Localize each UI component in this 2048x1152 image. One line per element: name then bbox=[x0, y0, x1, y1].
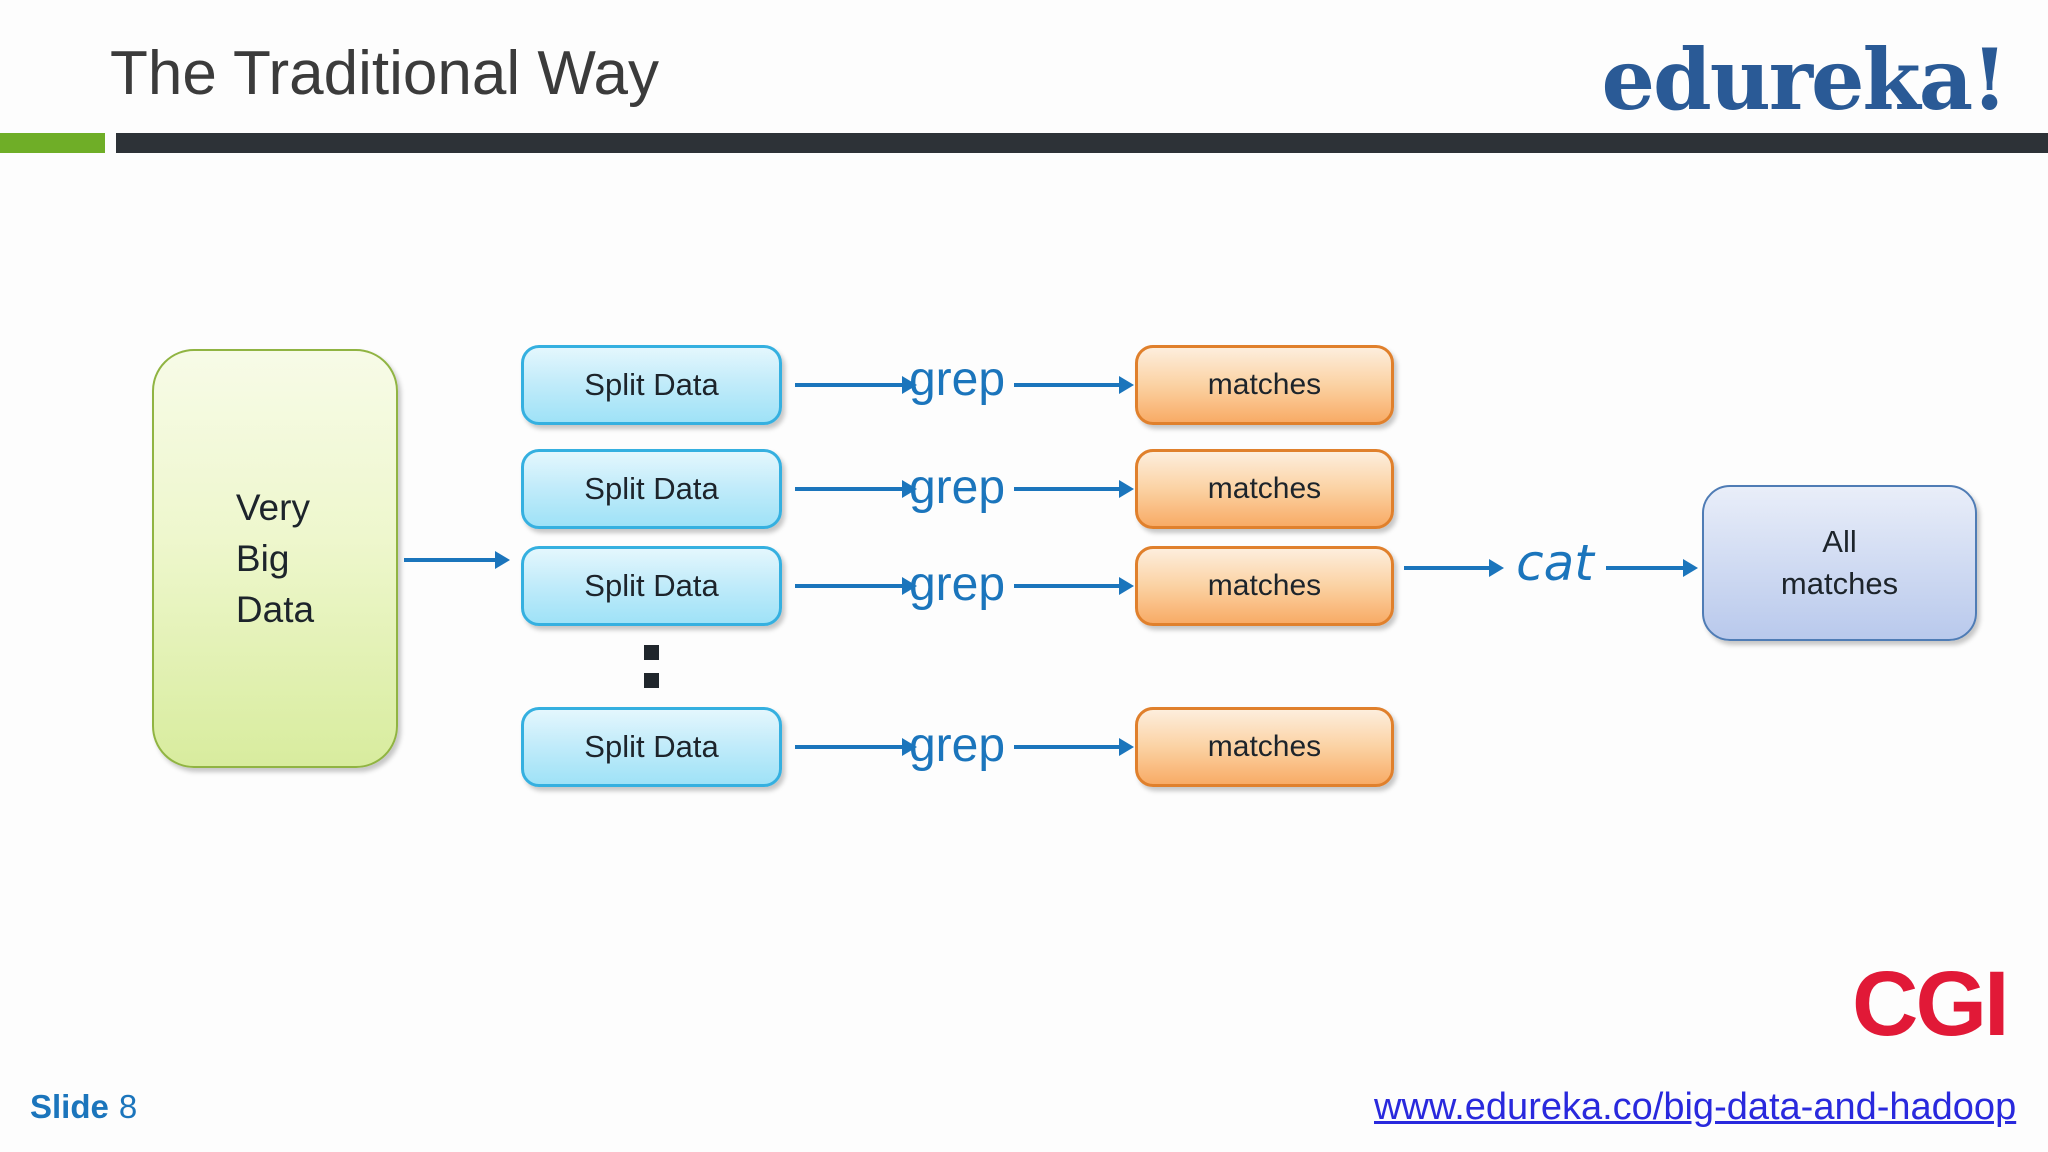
edureka-logo: edureka! bbox=[1601, 30, 2008, 129]
split-data-label: Split Data bbox=[584, 367, 719, 402]
grep-label-1: grep bbox=[908, 353, 1006, 406]
all-matches-box: All matches bbox=[1702, 485, 1977, 641]
very-big-data-label: Very Big Data bbox=[236, 482, 314, 635]
matches-label: matches bbox=[1207, 730, 1322, 763]
all-matches-label: All matches bbox=[1781, 521, 1898, 605]
matches-label: matches bbox=[1207, 472, 1322, 505]
arrow-split-to-grep-1 bbox=[795, 376, 917, 394]
page-title: The Traditional Way bbox=[110, 39, 660, 108]
ellipsis-dot bbox=[644, 673, 659, 688]
matches-box-2: matches bbox=[1135, 449, 1394, 529]
matches-box-1: matches bbox=[1135, 345, 1394, 425]
source-line-2: Big bbox=[235, 537, 290, 579]
split-data-label: Split Data bbox=[584, 568, 719, 603]
arrow-grep-to-matches-2 bbox=[1014, 480, 1134, 498]
matches-label: matches bbox=[1207, 368, 1322, 401]
slide-label: Slide bbox=[30, 1088, 109, 1125]
matches-label: matches bbox=[1207, 569, 1322, 602]
grep-label-2: grep bbox=[908, 461, 1006, 514]
matches-box-4: matches bbox=[1135, 707, 1394, 787]
split-data-box-1: Split Data bbox=[521, 345, 782, 425]
split-data-box-3: Split Data bbox=[521, 546, 782, 626]
source-line-1: Very bbox=[235, 486, 310, 528]
ellipsis-dot bbox=[644, 645, 659, 660]
cat-label: cat bbox=[1516, 534, 1594, 592]
very-big-data-box: Very Big Data bbox=[152, 349, 398, 768]
grep-label-3: grep bbox=[908, 558, 1006, 611]
split-data-box-2: Split Data bbox=[521, 449, 782, 529]
divider-bar bbox=[116, 133, 2048, 153]
divider-green-accent bbox=[0, 133, 105, 153]
arrow-cat-to-sink bbox=[1606, 559, 1698, 577]
course-link[interactable]: www.edureka.co/big-data-and-hadoop bbox=[1374, 1086, 2017, 1128]
arrow-split-to-grep-4 bbox=[795, 738, 917, 756]
split-data-box-4: Split Data bbox=[521, 707, 782, 787]
arrow-grep-to-matches-4 bbox=[1014, 738, 1134, 756]
arrow-matches-to-cat bbox=[1404, 559, 1504, 577]
slide-number-value: 8 bbox=[118, 1088, 138, 1125]
vertical-ellipsis bbox=[644, 645, 659, 688]
split-data-label: Split Data bbox=[584, 471, 719, 506]
arrow-source-to-splits bbox=[404, 551, 510, 569]
arrow-split-to-grep-2 bbox=[795, 480, 917, 498]
sink-line-2: matches bbox=[1780, 566, 1899, 601]
arrow-grep-to-matches-1 bbox=[1014, 376, 1134, 394]
cgi-logo: CGI bbox=[1852, 953, 2010, 1055]
arrow-split-to-grep-3 bbox=[795, 577, 917, 595]
source-line-3: Data bbox=[235, 589, 315, 631]
arrow-grep-to-matches-3 bbox=[1014, 577, 1134, 595]
matches-box-3: matches bbox=[1135, 546, 1394, 626]
split-data-label: Split Data bbox=[584, 729, 719, 764]
sink-line-1: All bbox=[1822, 524, 1857, 560]
grep-label-4: grep bbox=[908, 719, 1006, 772]
